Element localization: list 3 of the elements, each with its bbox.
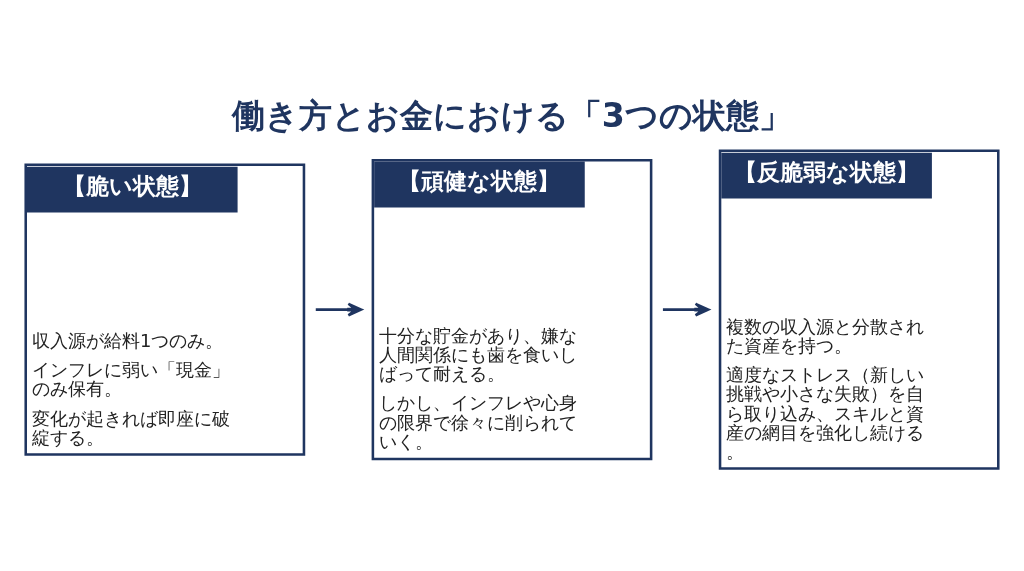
arrow (315, 302, 363, 317)
arrow (662, 302, 710, 317)
diagram-title: 働き方とお金における「3つの状態」 (231, 95, 792, 135)
